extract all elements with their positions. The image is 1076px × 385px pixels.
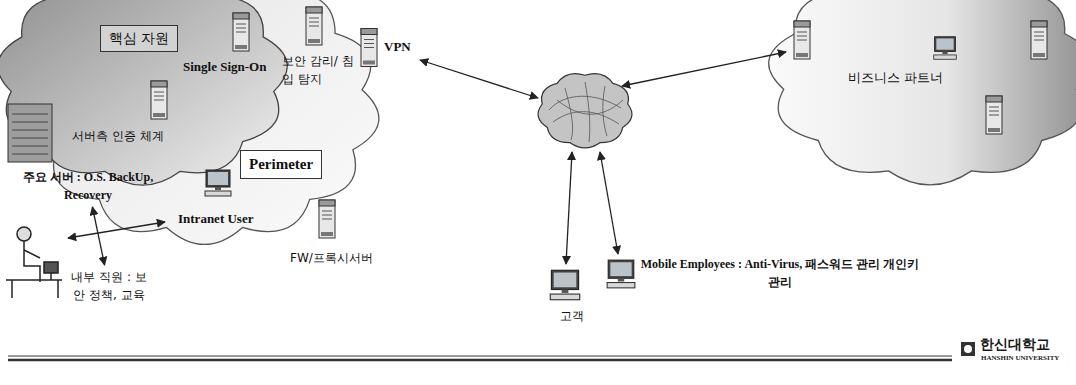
server-icon (1031, 21, 1047, 59)
logo-text: HANSHIN UNIVERSITY (981, 354, 1059, 362)
server-label: VPN (384, 38, 411, 55)
illustration-part (24, 250, 40, 258)
illustration-part (44, 262, 58, 273)
server-rack (8, 104, 52, 162)
footer-rule (8, 359, 952, 362)
employee-label: 내부 직원 : 보안 정책, 교육 (66, 268, 152, 304)
region-title: 비즈니스 파트너 (848, 68, 943, 88)
node-label: 내부 직원 : 보안 정책, 교육 (66, 268, 152, 304)
illustration-part (12, 154, 48, 155)
computer-label: 고객 (560, 308, 584, 324)
computer-icon (607, 260, 635, 288)
node-label: Mobile Employees : Anti-Virus, 패스워드 관리 개… (640, 255, 920, 291)
node-label: Intranet User (178, 210, 253, 227)
server-label: 보안 감리/ 침입 탐지 (282, 52, 354, 88)
node-label: 고객 (560, 308, 584, 324)
logo-emblem (961, 342, 975, 356)
server-label: 서버측 인증 체계 (72, 128, 164, 144)
cloud-shape (769, 0, 1076, 185)
cloud-outline (760, 0, 1076, 190)
internet-mesh (549, 82, 623, 142)
server-icon (319, 200, 335, 238)
illustration-part (24, 241, 40, 282)
internet-cloud-shape (538, 74, 632, 148)
computer-label: Intranet User (178, 210, 253, 227)
computer-icon (550, 270, 579, 299)
internet-cloud (538, 74, 632, 148)
node-label: 서버측 인증 체계 (72, 128, 164, 144)
node-label: 주요 서버 : O.S. BackUp, Recovery (8, 168, 168, 204)
illustration-part (12, 130, 48, 131)
node-label: 보안 감리/ 침입 탐지 (282, 52, 354, 88)
illustration-part (566, 152, 572, 264)
node-label: FW/프록시서버 (290, 250, 373, 266)
illustration-part (12, 138, 48, 139)
server-icon (306, 7, 322, 45)
server-rack-slots (12, 114, 48, 154)
illustration-part (50, 273, 52, 280)
server-icon (986, 96, 1002, 134)
server-label: FW/프록시서버 (290, 250, 373, 266)
perimeter-cloud: Single Sign-On 서버측 인증 체계 핵심 자원보안 감리/ 침입 탐지… (22, 0, 387, 250)
illustration-part (12, 114, 48, 115)
employee-figure (6, 227, 62, 298)
illustration-part (12, 146, 48, 147)
illustration-part (17, 227, 31, 241)
connector-arrow (92, 207, 104, 265)
illustration-part (11, 280, 13, 298)
illustration-part (12, 122, 48, 123)
illustration-part (57, 280, 59, 298)
computer-label: Mobile Employees : Anti-Virus, 패스워드 관리 개… (640, 255, 920, 291)
region-title: Perimeter (240, 150, 322, 179)
server-icon (361, 29, 377, 67)
server-label: 주요 서버 : O.S. BackUp, Recovery (8, 168, 168, 204)
computer-icon (934, 37, 957, 60)
server-icon (151, 81, 167, 119)
server-icon (233, 13, 249, 51)
illustration-part (6, 279, 62, 281)
logo-emblem (964, 345, 972, 353)
illustration-part (600, 152, 618, 254)
logo-text: 한신대학교 (980, 336, 1050, 353)
region-title: 핵심 자원 (100, 25, 178, 52)
footer-rule (8, 356, 952, 357)
partner-cloud: 비즈니스 파트너 (760, 0, 1076, 190)
illustration-part (622, 52, 786, 86)
server-icon (794, 21, 810, 59)
illustration-part (420, 60, 538, 98)
computer-icon (205, 170, 231, 196)
server-label: Single Sign-On (183, 58, 266, 75)
node-label: VPN (384, 38, 411, 55)
node-label: Single Sign-On (183, 58, 266, 75)
